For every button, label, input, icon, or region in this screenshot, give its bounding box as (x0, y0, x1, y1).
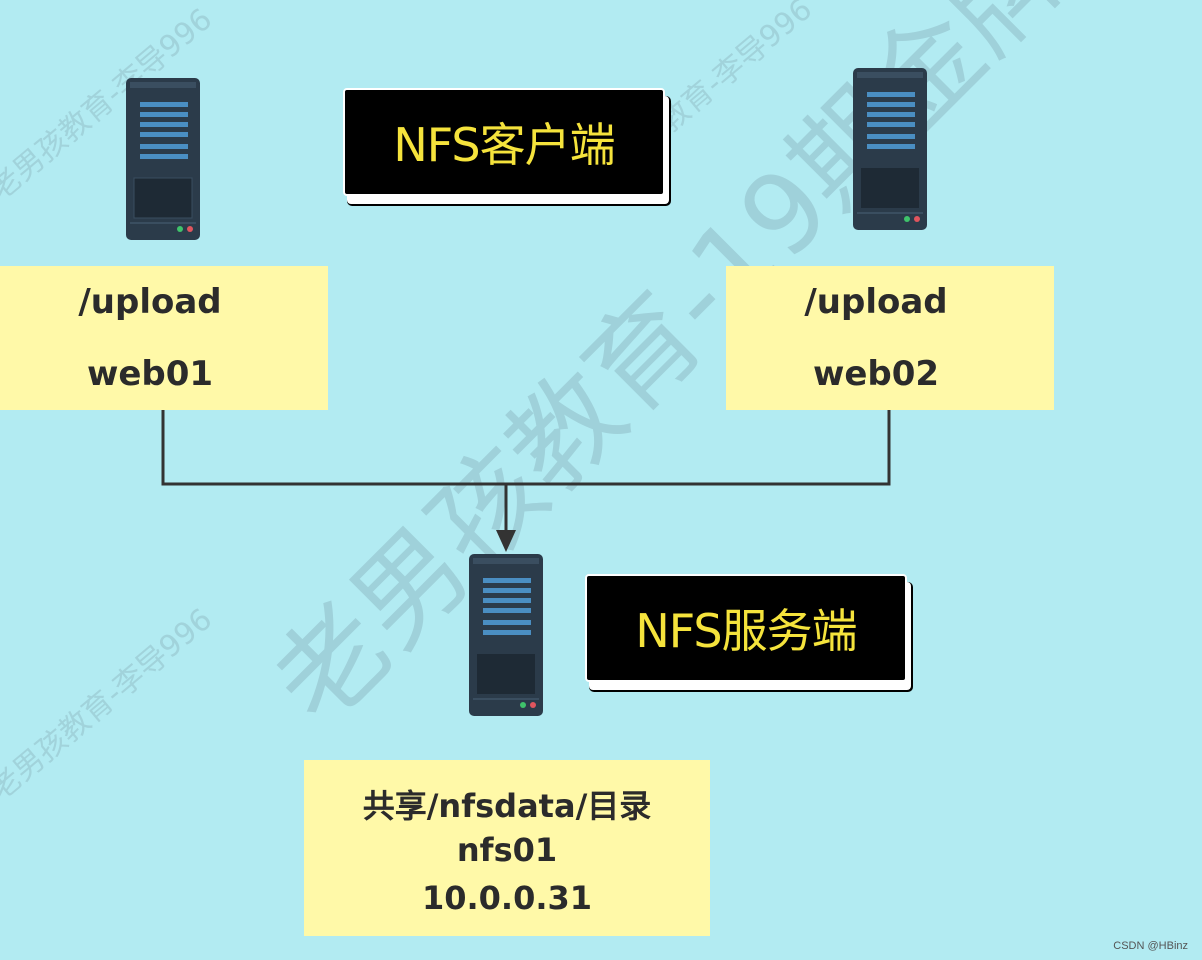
web02-path: /upload (804, 282, 948, 322)
client-connector (161, 410, 891, 486)
nfs-server-title: NFS服务端 (585, 574, 907, 682)
credit-text: CSDN @HBinz (1113, 940, 1188, 952)
server-icon-nfs01 (469, 554, 543, 716)
nfs-server-title-text: NFS服务端 (635, 604, 857, 658)
web01-name: web01 (86, 354, 214, 394)
nfs01-share: 共享/nfsdata/目录 (362, 787, 652, 825)
nfs-client-title-text: NFS客户端 (393, 118, 615, 172)
note-web01: /upload web01 (0, 266, 328, 410)
nfs01-name: nfs01 (456, 831, 558, 869)
server-icon-web02 (853, 68, 927, 230)
nfs-client-title: NFS客户端 (343, 88, 665, 196)
web02-name: web02 (812, 354, 940, 394)
nfs01-ip: 10.0.0.31 (421, 879, 593, 917)
web01-path: /upload (78, 282, 222, 322)
note-web02: /upload web02 (726, 266, 1054, 410)
server-icon-web01 (126, 78, 200, 240)
arrow-head-icon (496, 530, 516, 552)
note-nfs01: 共享/nfsdata/目录 nfs01 10.0.0.31 (304, 760, 710, 936)
